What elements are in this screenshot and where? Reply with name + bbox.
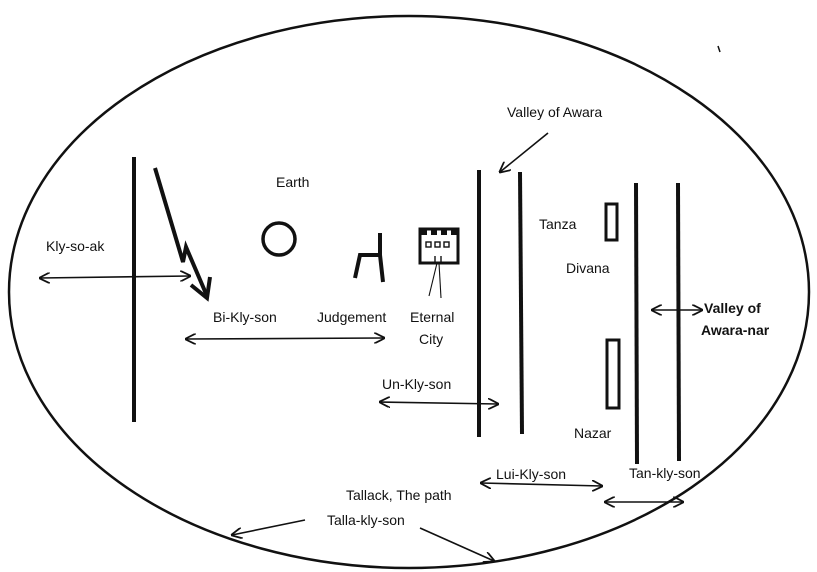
label-city: City [419,331,443,347]
lightning-arrow [153,167,209,297]
label-kly-so-ak: Kly-so-ak [46,238,105,254]
label-valley-of-awara-nar-2: Awara-nar [701,322,770,338]
label-tallack-the-path: Tallack, The path [346,487,452,503]
kly-so-ak-arrow [40,276,190,278]
talla-right-arrow [419,527,494,561]
valley-line-2 [518,171,524,435]
label-valley-of-awara-nar-1: Valley of [704,300,761,316]
label-tan-kly-son: Tan-kly-son [629,465,701,481]
outer-ellipse [7,14,811,570]
lui-kly-son-arrow [481,483,602,486]
nazar-marker [605,338,621,410]
label-tanza: Tanza [539,216,577,232]
label-lui-kly-son: Lui-Kly-son [496,466,566,482]
eternal-city-symbol [418,227,460,299]
awara-nar-line-2 [676,182,681,462]
earth-symbol [261,221,297,257]
tanza-marker [604,202,619,242]
label-judgement: Judgement [317,309,386,325]
label-divana: Divana [566,260,610,276]
label-un-kly-son: Un-Kly-son [382,376,451,392]
label-nazar: Nazar [574,425,612,441]
bi-kly-son-arrow [186,338,384,339]
label-bi-kly-son: Bi-Kly-son [213,309,277,325]
valley-of-awara-arrow [500,132,549,172]
label-talla-kly-son: Talla-kly-son [327,512,405,528]
label-valley-of-awara: Valley of Awara [507,104,602,120]
talla-left-arrow [232,519,306,535]
un-kly-son-arrow [380,402,498,404]
lightning-arrowhead [189,276,212,302]
awara-nar-line-1 [634,182,639,465]
label-eternal: Eternal [410,309,454,325]
stray-mark [717,45,721,53]
label-earth: Earth [276,174,309,190]
judgement-symbol [353,253,385,283]
